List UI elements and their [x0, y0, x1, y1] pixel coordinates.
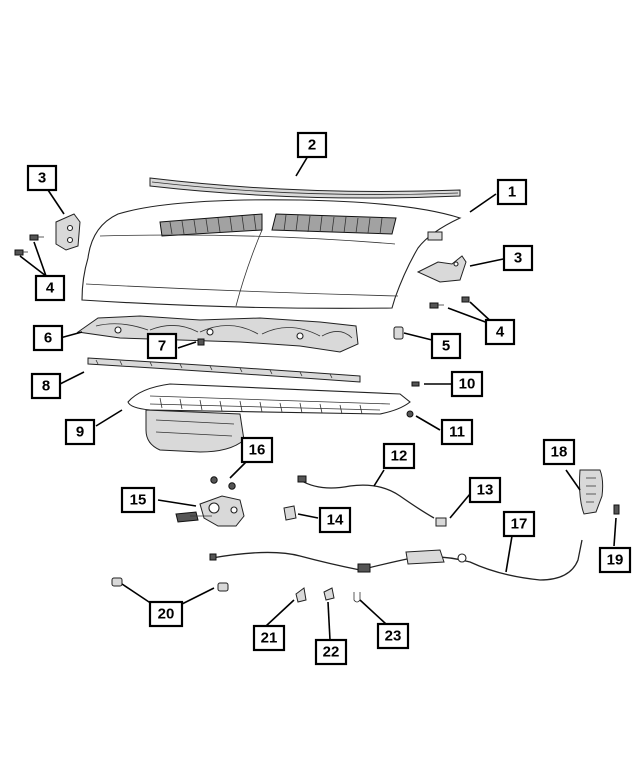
svg-text:4: 4 [46, 280, 55, 297]
callout-12: 12 [382, 442, 416, 470]
hood-vent-right [271, 213, 397, 235]
svg-text:16: 16 [249, 442, 266, 459]
svg-text:10: 10 [459, 376, 476, 393]
release-cable-short [297, 475, 435, 519]
svg-text:23: 23 [385, 628, 402, 645]
svg-text:3: 3 [38, 170, 46, 187]
hood-panel [81, 199, 462, 309]
bolt-right-upper [461, 296, 470, 303]
callout-9: 9 [64, 418, 96, 446]
callout-18: 18 [542, 438, 576, 466]
svg-text:9: 9 [76, 424, 84, 441]
callout-5: 5 [430, 332, 462, 360]
bolt-left-lower [14, 249, 28, 256]
svg-text:2: 2 [308, 137, 316, 154]
hood-vent-left [159, 213, 263, 237]
callout-4-left: 4 [34, 274, 66, 302]
svg-text:8: 8 [42, 378, 50, 395]
svg-text:18: 18 [551, 444, 568, 461]
callout-3-left: 3 [26, 164, 58, 192]
hood-hinge-right [416, 255, 467, 283]
hood-hinge-left [55, 213, 81, 251]
cable-connector [435, 517, 447, 527]
grommet-right [217, 582, 229, 592]
callout-17: 17 [502, 510, 536, 538]
svg-text:4: 4 [496, 324, 505, 341]
latch-clip [283, 505, 297, 521]
callout-4-right: 4 [484, 318, 516, 346]
svg-text:7: 7 [158, 338, 166, 355]
callout-14: 14 [318, 506, 352, 534]
svg-text:11: 11 [449, 424, 465, 441]
callout-22: 22 [314, 638, 348, 666]
svg-text:6: 6 [44, 330, 52, 347]
hood-bumper [393, 326, 404, 340]
callout-16: 16 [240, 436, 274, 464]
svg-text:19: 19 [607, 552, 624, 569]
svg-text:12: 12 [391, 448, 408, 465]
svg-text:5: 5 [442, 338, 450, 355]
cable-clip-22 [323, 587, 335, 601]
cable-clip-23 [353, 592, 361, 603]
svg-text:17: 17 [511, 516, 528, 533]
hood-latch [175, 495, 245, 527]
callout-3-right: 3 [502, 244, 534, 272]
callout-15: 15 [120, 486, 156, 514]
front-seal-strip [87, 357, 361, 383]
svg-text:13: 13 [477, 482, 494, 499]
callout-10: 10 [450, 370, 484, 398]
svg-text:14: 14 [327, 512, 344, 529]
plug-upper [210, 476, 218, 484]
callout-7: 7 [146, 332, 178, 360]
release-handle [579, 469, 604, 515]
inner-panel-tray [127, 383, 411, 453]
svg-text:1: 1 [508, 184, 516, 201]
bolt-left-upper [29, 234, 44, 241]
svg-text:15: 15 [130, 492, 147, 509]
svg-text:20: 20 [158, 606, 175, 623]
cable-clip-21 [295, 587, 307, 603]
callout-8: 8 [30, 372, 62, 400]
insulator-pad [197, 338, 205, 346]
svg-text:3: 3 [514, 250, 522, 267]
hood-reinforcement [76, 315, 359, 353]
release-cable-long [209, 539, 583, 581]
leader-lines [19, 155, 617, 641]
hood-seal [149, 177, 461, 199]
callout-20: 20 [148, 600, 184, 628]
callout-2: 2 [296, 131, 328, 159]
callout-21: 21 [252, 624, 286, 652]
nut [406, 410, 414, 418]
grommet-left [111, 577, 123, 587]
callout-13: 13 [468, 476, 502, 504]
callout-19: 19 [598, 546, 632, 574]
callout-23: 23 [376, 622, 410, 650]
bolt-right-lower [429, 302, 444, 309]
callout-11: 11 [440, 418, 474, 446]
callout-6: 6 [32, 324, 64, 352]
callout-1: 1 [496, 178, 528, 206]
plug-lower [228, 482, 236, 490]
svg-text:21: 21 [261, 630, 278, 647]
handle-screw [613, 504, 620, 515]
svg-text:22: 22 [323, 644, 340, 661]
pin [411, 381, 420, 387]
